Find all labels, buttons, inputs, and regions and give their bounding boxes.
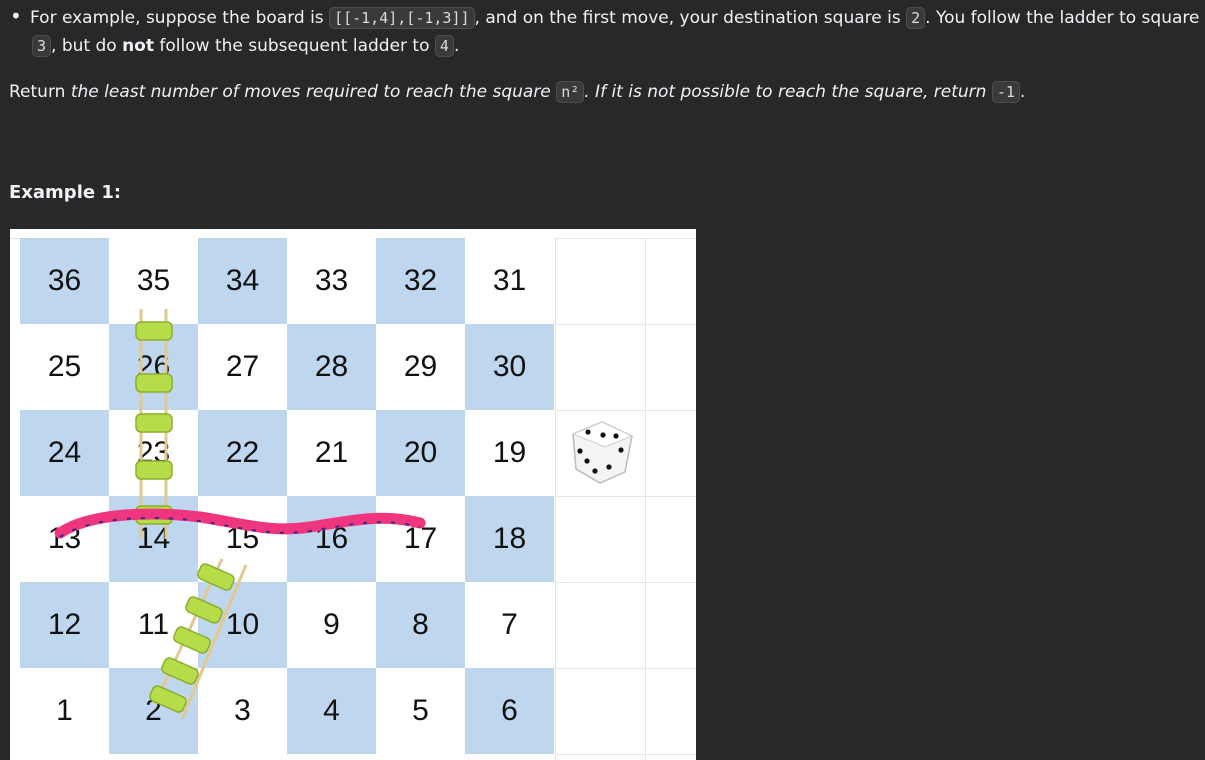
board-cell: 5 — [376, 668, 465, 754]
board-cell: 25 — [20, 324, 109, 410]
text: follow the subsequent ladder to — [154, 36, 435, 56]
board-cell: 18 — [465, 496, 554, 582]
board-cell: 21 — [287, 410, 376, 496]
board-cell: 10 — [198, 582, 287, 668]
board-cell: 31 — [465, 238, 554, 324]
board-cell: 13 — [20, 496, 109, 582]
board-cell: 19 — [465, 410, 554, 496]
ladder-diagonal — [149, 558, 248, 720]
board-cell: 7 — [465, 582, 554, 668]
grid-line — [556, 582, 696, 583]
board-cell: 29 — [376, 324, 465, 410]
board-cell: 32 — [376, 238, 465, 324]
board-cell: 27 — [198, 324, 287, 410]
bullet-dot: • — [10, 4, 22, 28]
dice-icon — [571, 421, 634, 484]
board-cell: 12 — [20, 582, 109, 668]
board-cell: 8 — [376, 582, 465, 668]
italic-text: . If it is not possible to reach the squ… — [584, 82, 992, 102]
board-cell: 35 — [109, 238, 198, 324]
example-heading: Example 1: — [9, 182, 122, 203]
return-paragraph: Return the least number of moves require… — [9, 80, 1025, 104]
text: , and on the first move, your destinatio… — [474, 8, 907, 28]
board-cell: 22 — [198, 410, 287, 496]
snake — [54, 508, 426, 539]
italic-text: the least number of moves required to re… — [70, 82, 557, 102]
code-next: 4 — [434, 35, 454, 57]
board-cell: 20 — [376, 410, 465, 496]
board-cell: 30 — [465, 324, 554, 410]
board-cell: 6 — [465, 668, 554, 754]
board-cell: 4 — [287, 668, 376, 754]
board-cell: 9 — [287, 582, 376, 668]
board-cell: 3 — [198, 668, 287, 754]
board-cell: 34 — [198, 238, 287, 324]
grid-line — [556, 410, 696, 411]
board-cell: 36 — [20, 238, 109, 324]
grid-line — [556, 668, 696, 669]
bullet-paragraph: • For example, suppose the board is [[-1,… — [10, 2, 1205, 60]
board-cell: 24 — [20, 410, 109, 496]
text: Return — [9, 82, 71, 102]
board-cell: 2 — [109, 668, 198, 754]
code-n2: n² — [556, 81, 585, 103]
board-cell: 16 — [287, 496, 376, 582]
board-overlay — [54, 309, 634, 720]
grid-extension — [555, 238, 696, 760]
board-cell: 1 — [20, 668, 109, 754]
grid-line — [556, 496, 696, 497]
text: . — [453, 36, 460, 56]
text: For example, suppose the board is — [30, 8, 330, 28]
grid-line — [645, 238, 646, 760]
text: , but do — [51, 36, 123, 56]
board-cell: 11 — [109, 582, 198, 668]
board-cell: 28 — [287, 324, 376, 410]
code-square: 3 — [32, 35, 52, 57]
code-dest: 2 — [906, 7, 926, 29]
board-cell: 33 — [287, 238, 376, 324]
text: . You follow the ladder to square — [925, 8, 1200, 28]
code-board: [[-1,4],[-1,3]] — [329, 7, 475, 29]
bold-text: not — [122, 36, 154, 56]
ladder-vertical — [135, 309, 173, 539]
grid-line — [556, 324, 696, 325]
grid-line — [556, 754, 696, 755]
code-neg1: -1 — [991, 81, 1020, 103]
board-cell: 17 — [376, 496, 465, 582]
text: . — [1019, 82, 1026, 102]
